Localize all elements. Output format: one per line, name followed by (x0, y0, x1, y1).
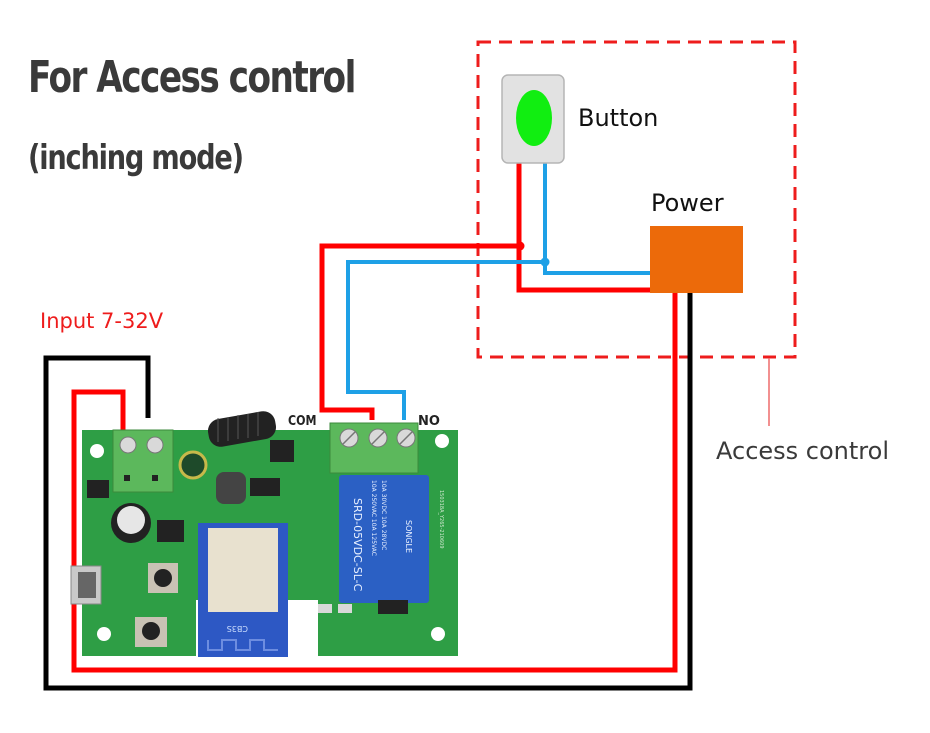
wire-no (346, 260, 545, 420)
module-label: CB3S (227, 624, 248, 633)
svg-text:10A 30VDC 10A 28VDC: 10A 30VDC 10A 28VDC (380, 480, 387, 550)
relay: SRD-05VDC-SL-C 10A 250VAC 10A 125VAC 10A… (339, 475, 429, 603)
tact-button-upper (148, 563, 178, 593)
tact-button-lower (135, 617, 167, 647)
input-voltage-label: Input 7-32V (40, 309, 164, 333)
power-input-terminal (112, 429, 174, 493)
svg-text:SONGLE: SONGLE (404, 520, 413, 553)
board-id-label: 150318A_Y265-210609 (438, 490, 444, 549)
exit-button[interactable] (501, 74, 565, 164)
wire-button-power-positive (516, 160, 652, 293)
antenna-coil-icon (207, 411, 277, 447)
cb3s-wifi-module: CB3S (198, 523, 288, 657)
capacitor-small (178, 450, 208, 480)
power-label: Power (651, 189, 724, 217)
power-supply-box (650, 226, 743, 293)
access-control-label: Access control (716, 437, 889, 465)
svg-text:10A 250VAC 10A 125VAC: 10A 250VAC 10A 125VAC (370, 480, 377, 556)
no-terminal-label: NO (418, 414, 440, 429)
relay-board: CB3S SRD-05VDC-SL-C 10A 250VAC 10A 125VA… (70, 411, 458, 657)
junction-red (515, 241, 525, 251)
page-title: For Access control (28, 52, 356, 103)
button-cap-icon (516, 90, 552, 146)
wire-button-power-signal (543, 160, 652, 275)
relay-output-terminal (329, 422, 419, 474)
wire-com (319, 243, 520, 420)
wire-ground (43, 293, 693, 691)
access-control-boundary (476, 40, 797, 359)
page-subtitle: (inching mode) (28, 138, 244, 178)
inductor (216, 472, 246, 504)
com-terminal-label: COM (288, 414, 317, 429)
button-label: Button (578, 104, 659, 132)
wire-supply-positive (71, 293, 678, 673)
junction-blue (540, 257, 550, 267)
svg-text:SRD-05VDC-SL-C: SRD-05VDC-SL-C (351, 498, 364, 592)
